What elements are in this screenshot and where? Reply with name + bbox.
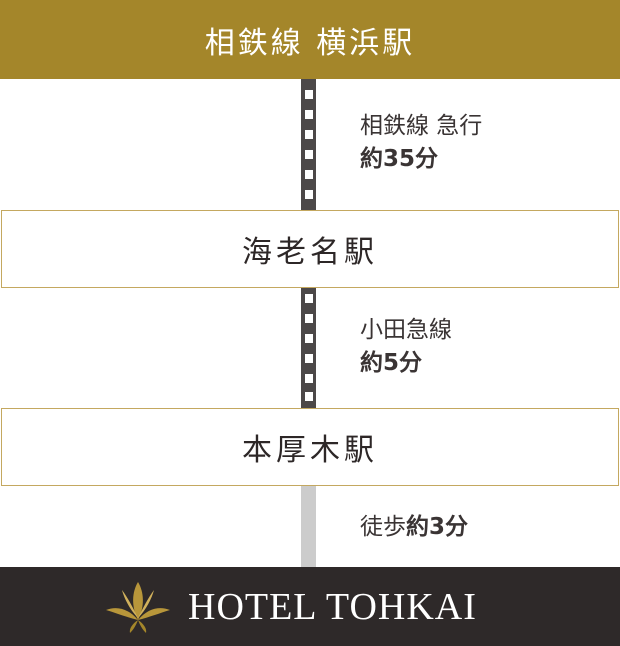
gold-flower-emblem-icon: [106, 582, 170, 633]
rail-tie: [305, 354, 313, 363]
segment-info-2: 小田急線 約5分: [360, 314, 452, 380]
segment-time-label: 約3分: [406, 514, 469, 540]
segment-line-label: 相鉄線 急行: [360, 113, 483, 139]
rail-track-segment-2: [301, 288, 316, 408]
station-box-honatsugi: 本厚木駅: [1, 408, 619, 486]
segment-info-3: 徒歩約3分: [360, 511, 468, 544]
rail-tie: [305, 392, 313, 401]
rail-tie: [305, 294, 313, 303]
segment-line-label: 小田急線: [360, 317, 452, 343]
origin-station-label: 相鉄線 横浜駅: [204, 25, 416, 61]
segment-time-label: 約5分: [360, 350, 423, 376]
segment-info-1: 相鉄線 急行 約35分: [360, 110, 482, 176]
segment-line-label: 徒歩: [360, 514, 406, 540]
rail-tie: [305, 374, 313, 383]
rail-track-segment-1: [301, 79, 316, 210]
rail-tie: [305, 334, 313, 343]
station-label: 海老名駅: [242, 235, 378, 270]
rail-tie: [305, 170, 313, 179]
station-box-ebina: 海老名駅: [1, 210, 619, 288]
hotel-brand-name: HOTEL TOHKAI: [188, 585, 477, 628]
station-label: 本厚木駅: [242, 433, 378, 468]
rail-tie: [305, 110, 313, 119]
walking-path-segment: [301, 486, 316, 567]
rail-tie: [305, 314, 313, 323]
rail-tie: [305, 190, 313, 199]
rail-tie: [305, 150, 313, 159]
rail-tie: [305, 130, 313, 139]
rail-tie: [305, 90, 313, 99]
hotel-footer-banner: HOTEL TOHKAI: [0, 567, 620, 646]
origin-station-banner: 相鉄線 横浜駅: [0, 0, 620, 79]
segment-time-label: 約35分: [360, 146, 439, 172]
